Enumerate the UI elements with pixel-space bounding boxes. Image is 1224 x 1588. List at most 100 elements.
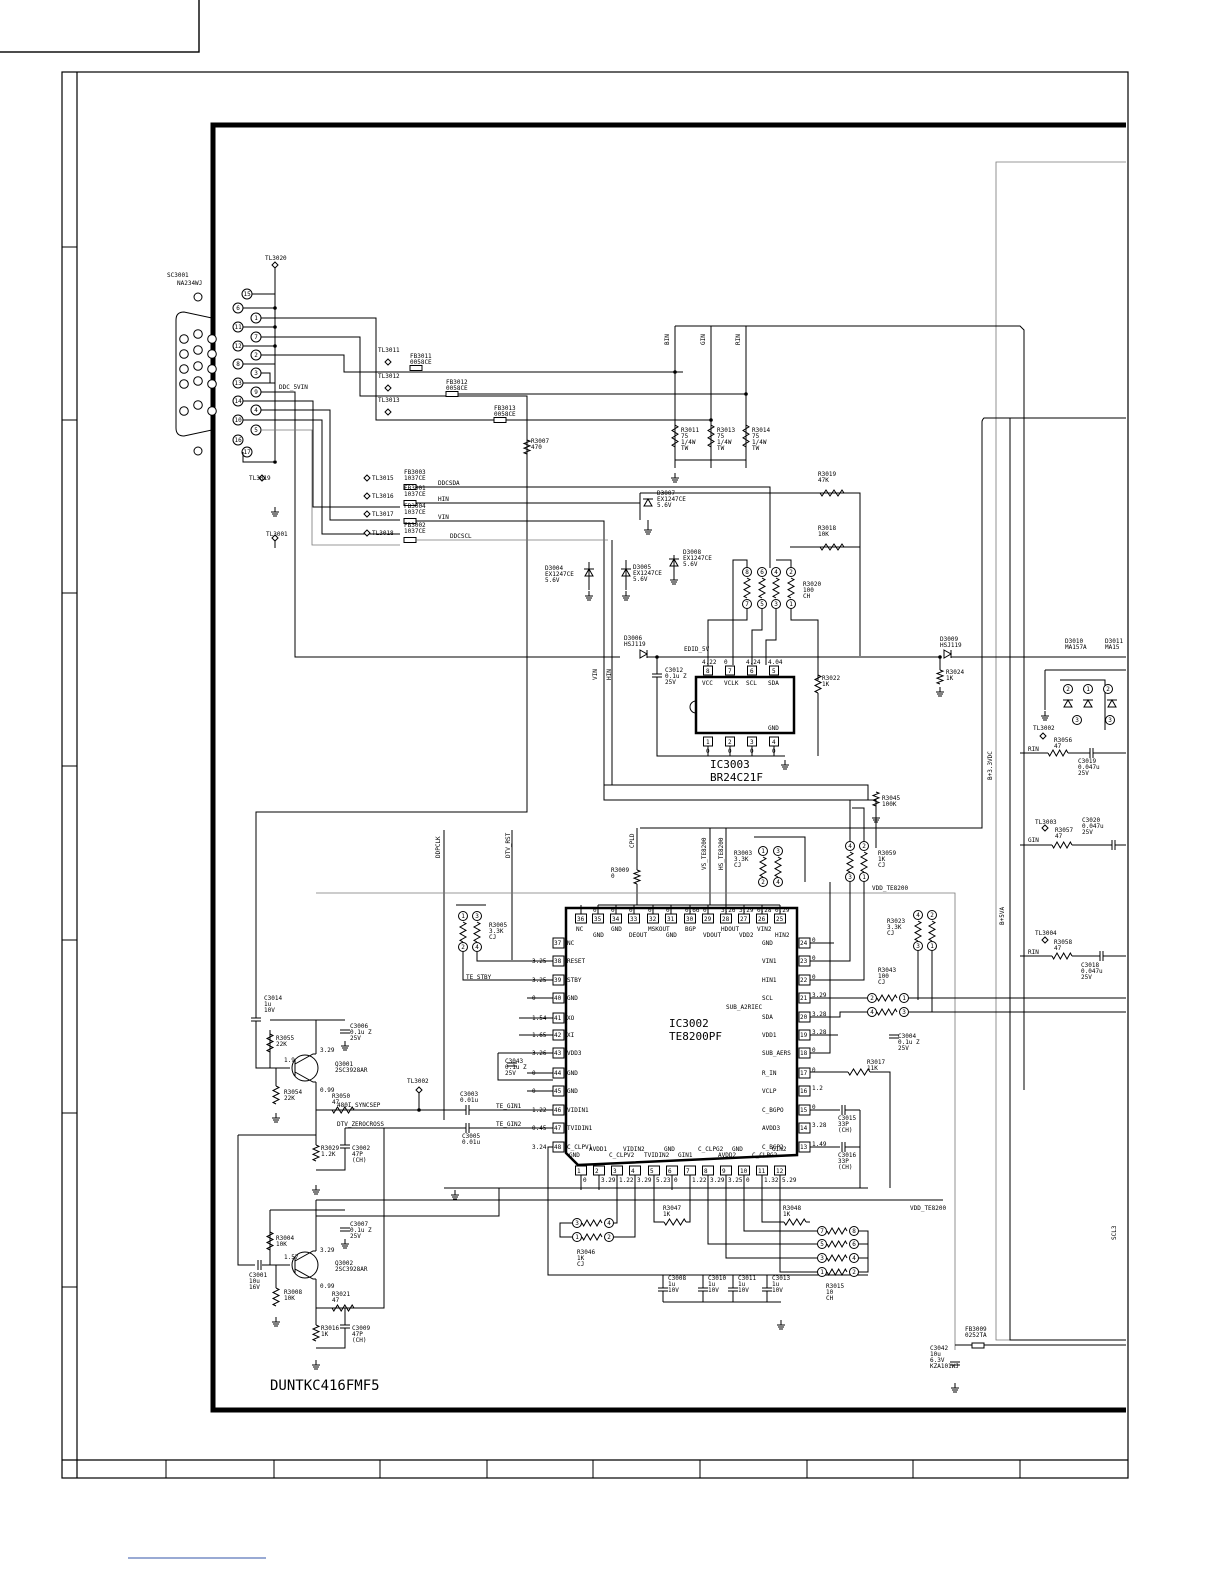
ic-pin-voltage: 3.26 xyxy=(721,907,736,914)
pin-number: 15 xyxy=(244,291,252,298)
ic-pin-name: VCC xyxy=(702,680,713,687)
pin-number: 2 xyxy=(761,879,765,886)
ic-pin-voltage: 3.28 xyxy=(812,1122,827,1129)
wire xyxy=(294,1250,316,1262)
component-label-c3008: 10V xyxy=(668,1287,679,1294)
wire xyxy=(614,1175,618,1224)
ic-pin xyxy=(725,665,735,676)
component-label-r3003: 3.3K xyxy=(734,856,749,863)
wire-sda xyxy=(243,400,400,508)
net-label: SCL3 xyxy=(1111,1225,1118,1240)
wire xyxy=(1009,418,1126,1341)
ic-pin-number: 14 xyxy=(800,1125,808,1132)
component-label-c3013: 1u xyxy=(772,1281,780,1288)
wire-ddcsda xyxy=(416,486,771,568)
ic-pin xyxy=(798,1122,811,1134)
component-label-r3007: R3007 xyxy=(531,438,549,445)
resistor xyxy=(913,920,923,942)
component-label-fb3002: FB3002 xyxy=(404,522,426,529)
ic-pin-name: VCLK xyxy=(724,680,739,687)
ic-pin-name: SCL xyxy=(746,680,757,687)
component-label-r3016: R3016 xyxy=(321,1325,339,1332)
wire xyxy=(743,1175,817,1232)
ic-pin-number: 36 xyxy=(577,916,585,923)
pin-number: 3 xyxy=(1108,717,1112,724)
component-label-fb3002: 1037CE xyxy=(404,528,426,535)
component-label-c3019: 25V xyxy=(1078,770,1089,777)
ic-pin-number: 23 xyxy=(800,958,808,965)
component-label-r3048: R3048 xyxy=(783,1205,801,1212)
ic-pin-voltage: 0 xyxy=(674,1177,678,1184)
board-outline xyxy=(210,122,1126,1413)
component-label-c3020: 0.047u xyxy=(1082,823,1104,830)
diode-icon xyxy=(639,649,649,659)
wire xyxy=(316,1148,346,1171)
ic-pin-number: 26 xyxy=(758,916,766,923)
pin-number: 11 xyxy=(235,324,243,331)
net-label: VIN xyxy=(438,514,449,521)
ic-pin-number: 42 xyxy=(554,1032,562,1039)
resistor xyxy=(271,1287,281,1307)
ic-pin-name: GND xyxy=(732,1146,743,1153)
ic-pin-voltage: 4.04 xyxy=(768,659,783,666)
component-label-r3057: 47 xyxy=(1055,833,1063,840)
ic-pin-voltage: 3.29 xyxy=(739,907,754,914)
wire xyxy=(294,1268,316,1280)
wire-hsync xyxy=(261,409,400,521)
ic-pin-name: XO xyxy=(567,1015,575,1022)
ic-pin-number: 27 xyxy=(740,916,748,923)
resistor xyxy=(331,1304,355,1312)
component-label-fb3011: 0058CE xyxy=(410,359,432,366)
ic-pin-voltage: 0 xyxy=(593,907,597,914)
component-label-c3009: (CH) xyxy=(352,1337,366,1344)
net-label: HS_TE8200 xyxy=(718,837,725,870)
component-label-c3020: C3020 xyxy=(1082,817,1100,824)
array-pin xyxy=(773,877,783,887)
test-point-icon xyxy=(384,358,392,366)
wire xyxy=(852,807,865,842)
component-label-c3015: C3015 xyxy=(838,1115,856,1122)
wire xyxy=(316,1188,500,1217)
right-panel-inner xyxy=(640,417,1126,829)
pin-number: 2 xyxy=(862,843,866,850)
component-label-fb3012: 0058CE xyxy=(446,385,468,392)
ic-pin-name: GND xyxy=(593,932,604,939)
title-tab xyxy=(0,0,200,53)
resistor xyxy=(271,1085,281,1105)
wire xyxy=(604,784,869,800)
component-label-c3003: 0.01u xyxy=(460,1097,478,1104)
array-pin xyxy=(817,1267,827,1277)
component-label-c3014: C3014 xyxy=(264,995,282,1002)
component-label-r3056: 47 xyxy=(1054,743,1062,750)
pin-number: 4 xyxy=(774,569,778,576)
component-label-r3023: 3.3K xyxy=(887,924,902,931)
wire xyxy=(732,559,748,665)
net-label: GIN xyxy=(1028,837,1039,844)
array-pin xyxy=(899,993,909,1003)
pin-number: 4 xyxy=(848,843,852,850)
component-label-r3023: CJ xyxy=(887,930,894,937)
component-label-r3017: R3017 xyxy=(867,1059,885,1066)
pin-number: 8 xyxy=(745,569,749,576)
pin-number: 3 xyxy=(902,1009,906,1016)
component-label-c3007: C3007 xyxy=(350,1221,368,1228)
vga-pin xyxy=(193,345,203,355)
component-label-r3058: 47 xyxy=(1054,945,1062,952)
component-label-r3005: CJ xyxy=(489,934,496,941)
wire xyxy=(810,882,831,1054)
ic-pin-name: VDD1 xyxy=(762,1032,777,1039)
vga-pin xyxy=(207,349,217,359)
pin-number: 5 xyxy=(820,1241,824,1248)
component-label-c3042: C3042 xyxy=(930,1345,948,1352)
component-label-d3011: MA15 xyxy=(1105,644,1120,651)
pin-number: 6 xyxy=(852,1241,856,1248)
ic-pin-voltage: 1.49 xyxy=(812,1141,827,1148)
pin-number: 12 xyxy=(235,343,243,350)
component-label-d3009: D3009 xyxy=(940,636,958,643)
transistor-voltage: 0.99 xyxy=(320,1087,335,1094)
component-label-d3007: D3007 xyxy=(657,490,675,497)
wire xyxy=(614,1175,636,1238)
wire xyxy=(810,882,865,981)
connector-ref: SC3001 xyxy=(167,272,189,279)
